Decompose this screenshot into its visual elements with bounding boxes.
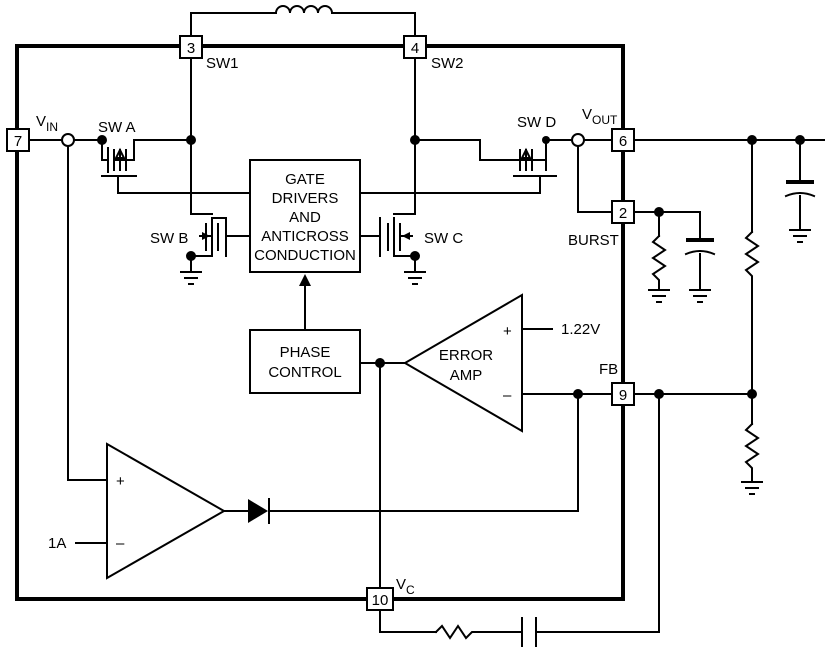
vout-node — [571, 133, 585, 147]
current-amp-minus: – — [116, 535, 125, 552]
compensation-resistor — [434, 624, 521, 640]
output-capacitor — [784, 139, 816, 243]
inductor — [190, 5, 416, 37]
switch-c-label: SW C — [424, 230, 463, 247]
error-amp-minus: – — [503, 387, 512, 404]
svg-text:3: 3 — [187, 40, 195, 57]
pin-2: 2 — [611, 200, 635, 224]
svg-text:DRIVERS: DRIVERS — [272, 190, 339, 207]
ic-package-outline — [15, 44, 625, 601]
gate-driver-block — [249, 159, 361, 273]
current-amp-triangle — [106, 442, 227, 580]
sw2-label: SW2 — [431, 55, 464, 72]
switch-c — [359, 192, 426, 285]
svg-text:10: 10 — [372, 592, 389, 609]
svg-text:6: 6 — [619, 133, 627, 150]
pin-6: 6 — [611, 128, 635, 152]
pin-4: 4 — [403, 35, 427, 59]
vin-label: VIN — [36, 113, 58, 134]
error-amp-line2: AMP — [450, 367, 483, 384]
compensation-capacitor — [521, 617, 537, 647]
error-amp-line1: ERROR — [439, 347, 493, 364]
pin-9: 9 — [611, 382, 635, 406]
sw1-label: SW1 — [206, 55, 239, 72]
phase-control-line1: PHASE — [280, 344, 331, 361]
burst-capacitor — [684, 238, 716, 303]
reference-voltage: 1.22V — [561, 321, 600, 338]
current-amp-plus: + — [116, 473, 125, 490]
svg-text:2: 2 — [619, 205, 627, 222]
svg-text:AND: AND — [289, 209, 321, 226]
switch-d-label: SW D — [517, 114, 556, 131]
current-ref-label: 1A — [48, 535, 66, 552]
divider-top-resistor — [744, 230, 760, 395]
svg-text:7: 7 — [14, 133, 22, 150]
burst-resistor — [651, 234, 667, 291]
svg-text:9: 9 — [619, 387, 627, 404]
switch-b — [180, 192, 251, 285]
divider-bottom-resistor — [744, 422, 760, 483]
phase-control-block — [249, 329, 361, 394]
switch-d — [359, 136, 561, 194]
vc-label: VC — [396, 576, 415, 597]
svg-text:GATE: GATE — [285, 171, 325, 188]
svg-text:ANTICROSS: ANTICROSS — [261, 228, 349, 245]
vin-node — [61, 133, 75, 147]
fb-label: FB — [599, 361, 618, 378]
burst-label: BURST — [568, 232, 619, 249]
switch-a — [101, 139, 251, 194]
pin-3: 3 — [179, 35, 203, 59]
diode — [223, 393, 579, 524]
gate-driver-text: GATE DRIVERS AND ANTICROSS CONDUCTION — [254, 171, 356, 264]
pin-10: 10 — [366, 587, 394, 611]
svg-text:4: 4 — [411, 40, 419, 57]
error-amp-plus: + — [503, 323, 512, 340]
svg-text:CONDUCTION: CONDUCTION — [254, 247, 356, 264]
pin-7: 7 — [6, 128, 30, 152]
vout-label: VOUT — [582, 106, 618, 127]
switch-b-label: SW B — [150, 230, 188, 247]
error-amp-triangle — [403, 293, 523, 433]
switch-a-label: SW A — [98, 119, 136, 136]
phase-control-line2: CONTROL — [268, 364, 341, 381]
